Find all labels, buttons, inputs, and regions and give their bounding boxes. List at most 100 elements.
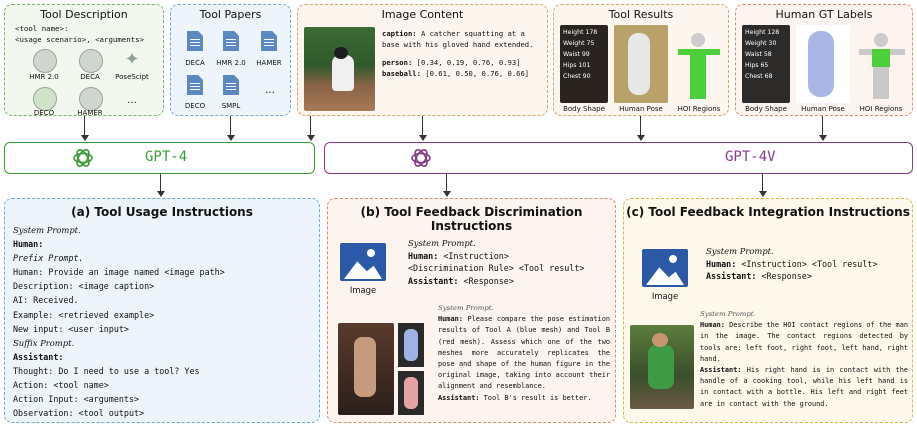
- response-placeholder: <Response>: [463, 275, 514, 286]
- instruction-placeholder: <Instruction> <Tool result>: [741, 258, 878, 269]
- stat-line: Waist 99: [563, 51, 590, 58]
- cooking-man-photo: [630, 325, 694, 409]
- paper-icon: [223, 31, 239, 51]
- gt-hoi-regions-image: [856, 25, 908, 103]
- tool-label: HAMER: [77, 109, 103, 117]
- paper-label: SMPL: [221, 102, 241, 110]
- stat-line: Height 128: [745, 29, 780, 36]
- human-pose-image: [614, 25, 668, 103]
- example-assistant-text: Tool B's result is better.: [483, 393, 592, 402]
- paper-label: DECO: [184, 102, 206, 110]
- body-shape-photo: Height 178 Weight 75 Waist 99 Hips 101 C…: [560, 25, 608, 103]
- response-placeholder: <Response>: [761, 271, 812, 281]
- image-placeholder-icon: [642, 249, 688, 287]
- tool-papers-title: Tool Papers: [199, 8, 262, 21]
- caption-text: A catcher squatting at a base with his g…: [382, 29, 534, 49]
- paper-icon: [261, 31, 277, 51]
- baseball-label: baseball:: [382, 68, 421, 78]
- gt-human-pose-image: [796, 25, 850, 103]
- result-label: Human Pose: [619, 105, 663, 113]
- pose-comparison-photo: [338, 323, 394, 415]
- prompt-line: New input: <user input>: [13, 323, 129, 334]
- result-label: Body Shape: [563, 105, 605, 113]
- gpt4v-label: GPT-4V: [725, 149, 776, 165]
- gpt4-label: GPT-4: [145, 149, 188, 165]
- openai-logo-icon: [411, 149, 431, 167]
- arrow: [441, 174, 452, 197]
- prompt-line: System Prompt.: [13, 225, 81, 235]
- integration-panel: (c) Tool Feedback Integration Instructio…: [623, 198, 913, 423]
- prompt-line: Example: <retrieved example>: [13, 309, 155, 320]
- instruction-placeholder: <Instruction>: [443, 250, 509, 261]
- image-content-title: Image Content: [381, 8, 464, 21]
- tool-papers-panel: Tool Papers DECA HMR 2.0 HAMER DECO SMPL…: [170, 4, 291, 116]
- tool-results-title: Tool Results: [608, 8, 674, 21]
- image-content-panel: Image Content caption: A catcher squatti…: [297, 4, 548, 116]
- example-assistant-text: His right hand is in contact with the ha…: [700, 366, 908, 408]
- paper-label: DECA: [185, 59, 205, 67]
- human-gt-title: Human GT Labels: [775, 8, 873, 21]
- image-placeholder-icon: [340, 243, 386, 281]
- example-human-text: Please compare the pose estimation resul…: [438, 315, 610, 391]
- example-human-text: Describe the HOI contact regions of the …: [700, 321, 908, 363]
- blue-mesh-image: [398, 323, 424, 367]
- person-label: person:: [382, 58, 413, 67]
- person-box: [0.34, 0.19, 0.76, 0.93]: [416, 58, 521, 67]
- caption-label: caption:: [382, 29, 417, 38]
- prompt-line: Suffix Prompt.: [13, 337, 75, 348]
- human-label: Human:: [706, 258, 737, 269]
- gt-label: HOI Regions: [859, 105, 903, 113]
- arrow: [817, 116, 828, 141]
- tool-description-panel: Tool Description <tool name>: <usage sce…: [4, 4, 164, 117]
- paper-icon: [223, 75, 239, 95]
- prompt-line: Assistant:: [13, 351, 64, 362]
- stat-line: Waist 58: [745, 51, 772, 58]
- tool-results-panel: Tool Results Height 178 Weight 75 Waist …: [553, 4, 729, 116]
- example-human-label: Human:: [438, 315, 463, 324]
- arrow: [155, 174, 166, 197]
- prompt-line: AI: Received.: [13, 295, 79, 306]
- image-label: Image: [349, 285, 377, 295]
- tool-label: HMR 2.0: [29, 73, 59, 81]
- example-assistant-label: Assistant:: [700, 366, 742, 375]
- example-system-prompt: System Prompt.: [700, 310, 756, 318]
- stat-line: Chest 90: [563, 73, 591, 80]
- tool-label: DECO: [33, 109, 55, 117]
- prompt-line: Observation: <tool output>: [13, 408, 145, 419]
- prompt-line: Action Input: <arguments>: [13, 394, 140, 405]
- tool-description-line: <usage scenario>, <arguments>: [15, 35, 145, 44]
- arrow: [635, 116, 646, 141]
- stat-line: Weight 75: [563, 40, 595, 47]
- stat-line: Hips 101: [563, 62, 591, 69]
- prompt-line: Prefix Prompt.: [13, 253, 84, 264]
- prompt-line: Thought: Do I need to use a tool? Yes: [13, 365, 200, 376]
- gt-body-shape-photo: Height 128 Weight 30 Waist 58 Hips 65 Ch…: [742, 25, 790, 103]
- baseball-box: [0.61, 0.50, 0.76, 0.66]: [425, 68, 530, 78]
- hoi-regions-image: [674, 25, 724, 103]
- system-prompt-label: System Prompt.: [706, 246, 774, 256]
- system-prompt-label: System Prompt.: [408, 238, 476, 248]
- human-label: Human:: [408, 250, 439, 261]
- assistant-label: Assistant:: [408, 275, 459, 286]
- stat-line: Height 178: [563, 29, 598, 36]
- paper-label: HAMER: [256, 59, 282, 67]
- stat-line: Chest 68: [745, 73, 773, 80]
- prompt-line: Action: <tool name>: [13, 380, 109, 391]
- example-assistant-label: Assistant:: [438, 393, 480, 402]
- posescript-tool-icon: ✦: [124, 49, 140, 70]
- discrimination-panel: (b) Tool Feedback Discrimination Instruc…: [327, 198, 616, 423]
- gt-label: Body Shape: [745, 105, 787, 113]
- red-mesh-image: [398, 371, 424, 415]
- paper-ellipsis: ...: [265, 85, 275, 96]
- prompt-line: Human:: [13, 239, 44, 250]
- hamer-tool-icon: [79, 87, 103, 111]
- arrow: [79, 116, 90, 141]
- panel-a-title: (a) Tool Usage Instructions: [71, 205, 253, 219]
- tool-ellipsis: ...: [127, 95, 137, 106]
- arrow: [417, 116, 428, 141]
- deca-tool-icon: [79, 49, 103, 73]
- paper-icon: [187, 31, 203, 51]
- image-label: Image: [651, 291, 679, 301]
- arrow: [225, 116, 236, 141]
- panel-b-title: (b) Tool Feedback Discrimination Instruc…: [360, 205, 583, 233]
